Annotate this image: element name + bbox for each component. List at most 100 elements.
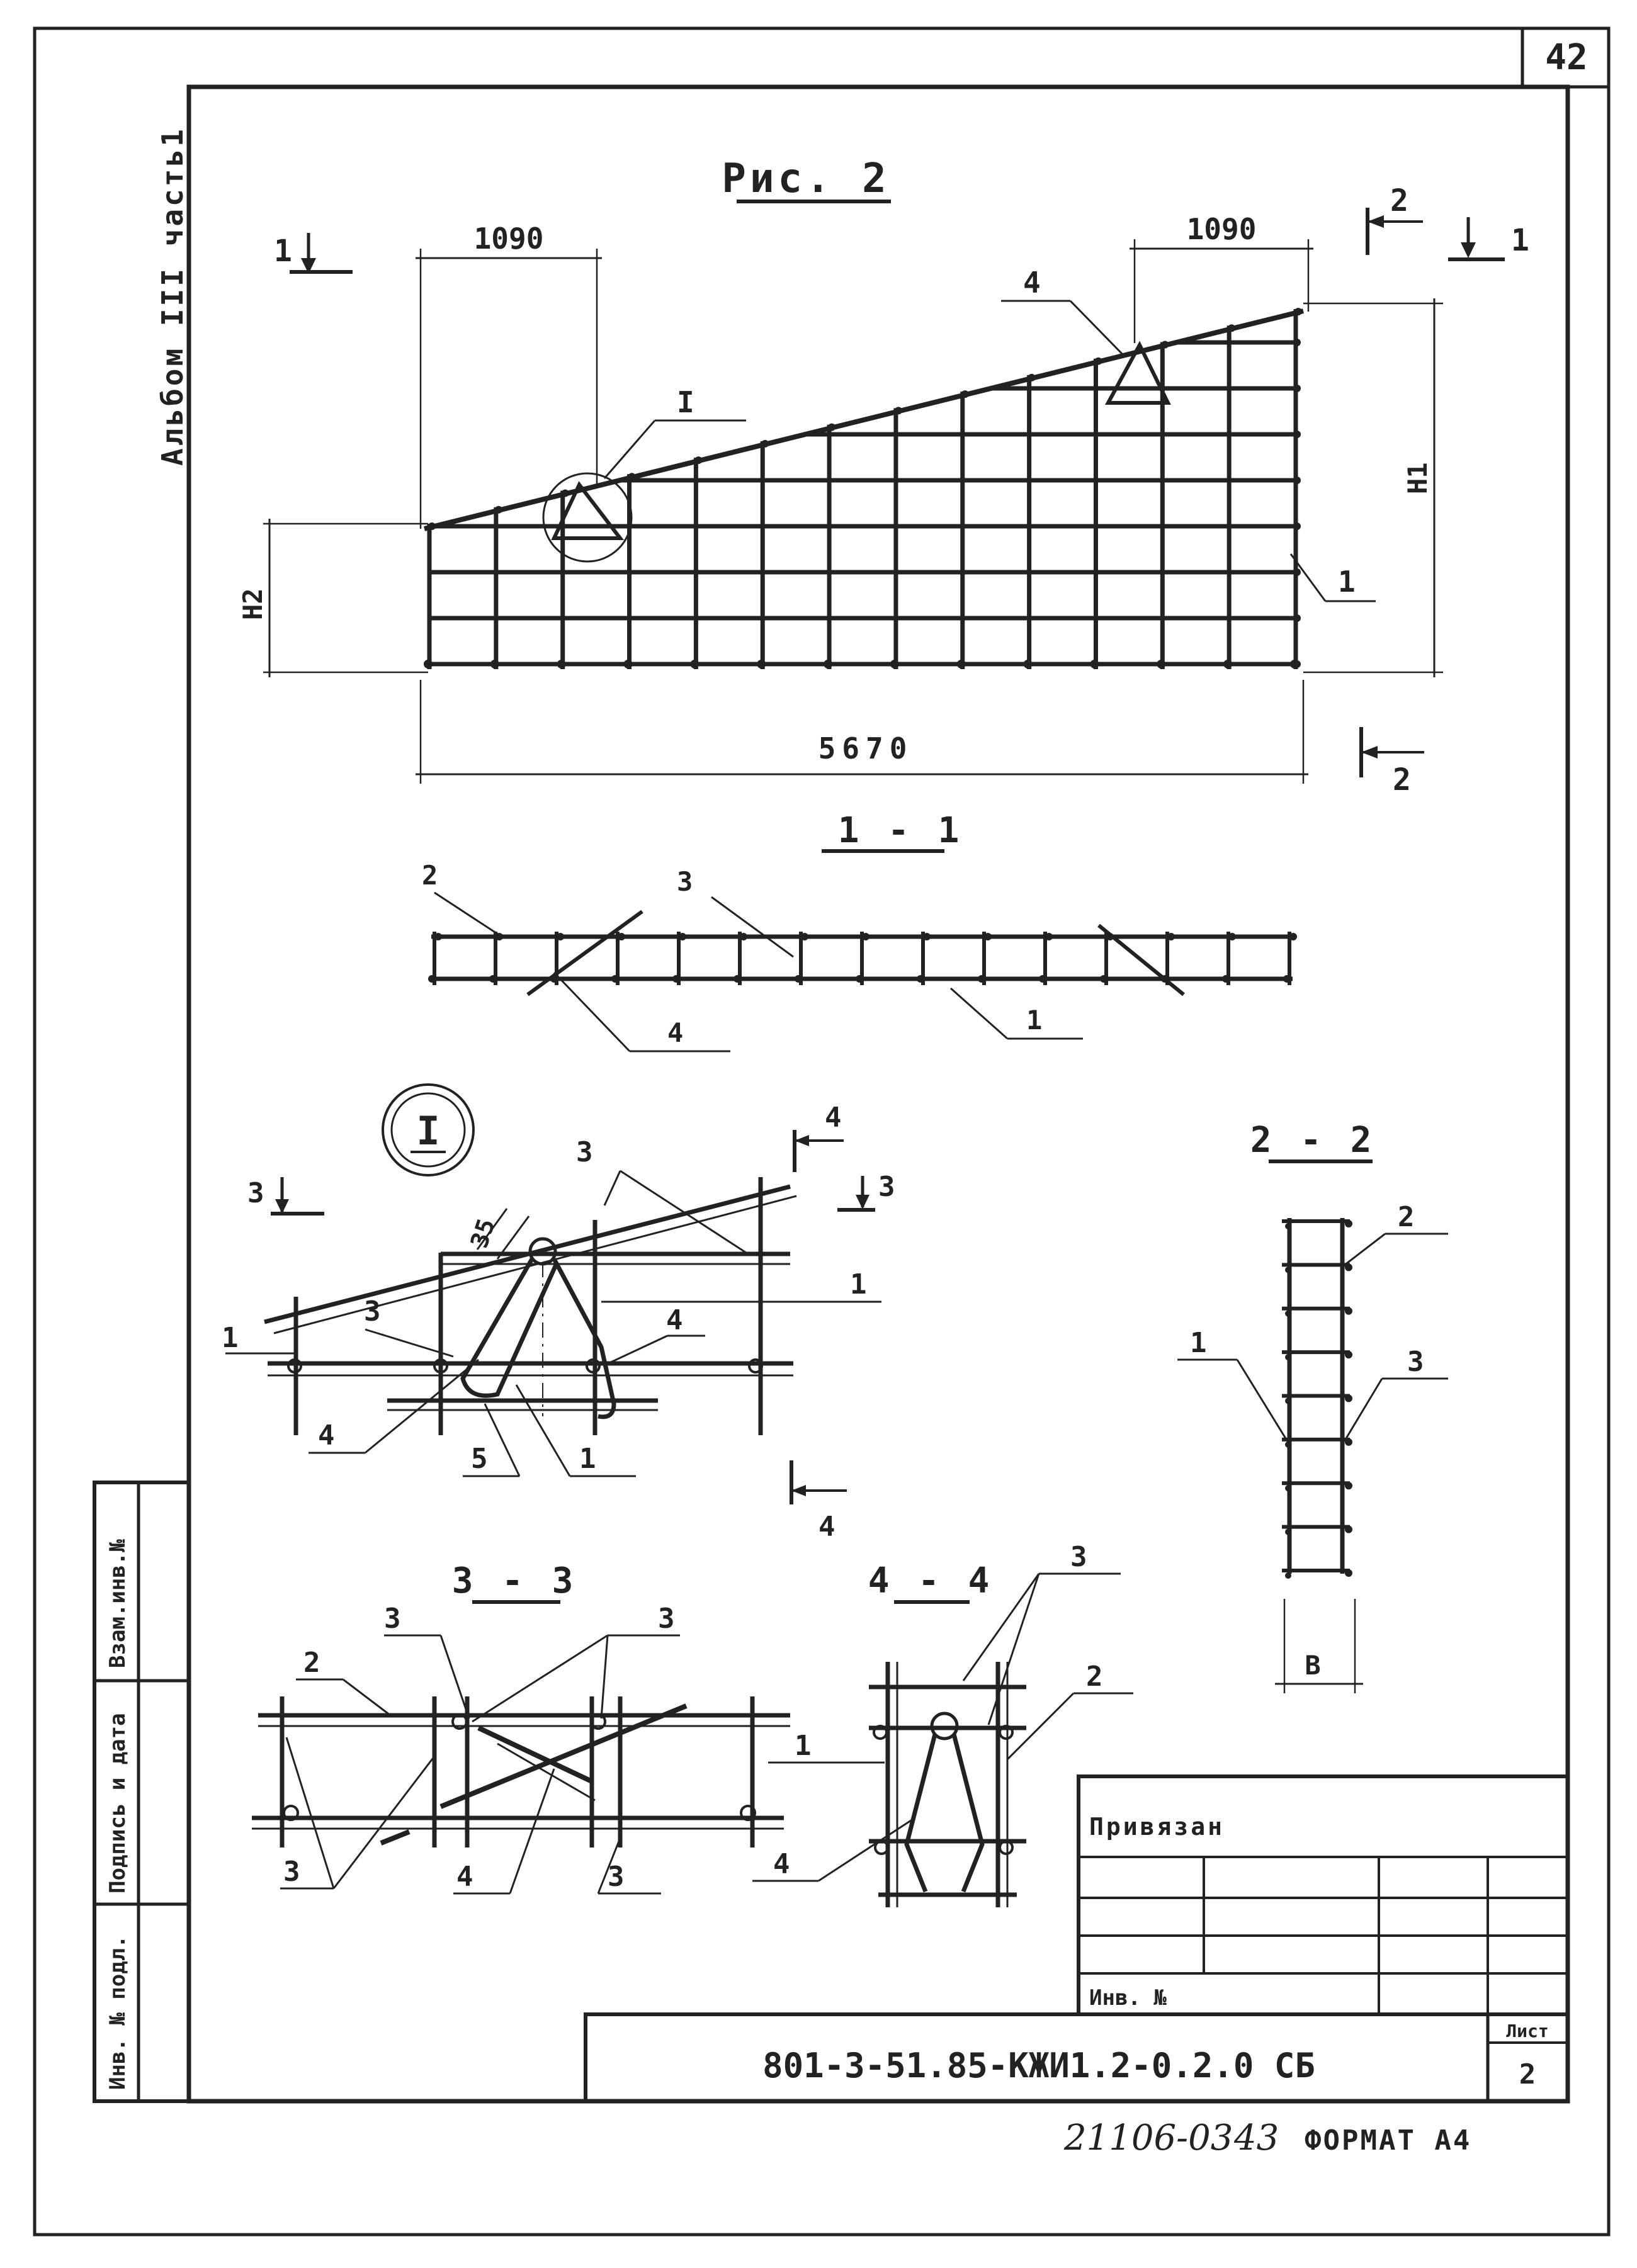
detail-mark-5: 5 bbox=[471, 1443, 488, 1475]
section-1-1-weld bbox=[1167, 933, 1175, 940]
section-1-arrowhead-right bbox=[1461, 242, 1476, 258]
callout-1-label: 1 bbox=[1338, 565, 1356, 599]
weld-point bbox=[874, 1840, 889, 1855]
mesh-weld bbox=[956, 660, 966, 669]
section-1-1-weld bbox=[611, 975, 619, 983]
mesh-weld bbox=[561, 489, 569, 497]
dim-h1: Н1 bbox=[1402, 462, 1433, 494]
section-2-mark-top: 2 bbox=[1390, 183, 1408, 218]
section-1-1-weld bbox=[978, 975, 985, 983]
section-1-1-weld bbox=[734, 975, 741, 983]
section-1-1-weld bbox=[984, 933, 992, 940]
stamp-column: Инв. № подл. Подпись и дата Взам.инв.№ bbox=[93, 1481, 191, 2103]
callout-leader bbox=[484, 1403, 521, 1477]
section-3-arrowhead-right bbox=[856, 1195, 869, 1209]
mesh-weld bbox=[890, 660, 899, 669]
callout-2: 2 bbox=[1398, 1201, 1415, 1233]
mesh-weld bbox=[694, 456, 703, 465]
section-4-4: 4 - 4 3 2 1 4 bbox=[752, 1541, 1133, 1907]
mesh-weld bbox=[824, 660, 833, 669]
dim-h2: Н2 bbox=[237, 588, 268, 620]
dim-left-top: 1090 bbox=[474, 222, 544, 256]
section-1-1-weld bbox=[856, 975, 863, 983]
callout-leader bbox=[962, 1573, 1040, 1681]
callout-leader bbox=[600, 1635, 609, 1719]
detail-mark-1-bottom: 1 bbox=[579, 1443, 596, 1475]
section-2-arrowhead-bottom bbox=[1361, 746, 1378, 759]
mesh-weld bbox=[1023, 660, 1033, 669]
detail-I-inner-circle bbox=[390, 1092, 466, 1168]
mesh-weld bbox=[1290, 660, 1299, 669]
section-2-mark-bottom: 2 bbox=[1393, 762, 1411, 798]
section-2-2-weld bbox=[1285, 1354, 1291, 1361]
diagonal-bar bbox=[1097, 923, 1185, 996]
callout-1: 1 bbox=[1026, 1005, 1042, 1035]
section-1-1: 1 - 1 2 3 4 1 bbox=[422, 810, 1297, 1052]
mesh-weld bbox=[828, 423, 836, 431]
detail-mark-1-right: 1 bbox=[850, 1268, 867, 1300]
section-2-2-weld bbox=[1345, 1394, 1352, 1402]
section-2-arrowhead-top bbox=[1368, 215, 1384, 228]
loop-right-leg bbox=[951, 1734, 985, 1893]
stamp-zam-inv: Взам.инв.№ bbox=[105, 1539, 130, 1668]
mesh-grid bbox=[424, 308, 1304, 669]
detail-mark-4-top: 4 bbox=[825, 1102, 842, 1134]
stamp-signature-date: Подпись и дата bbox=[105, 1713, 130, 1893]
diagonal-bar bbox=[526, 910, 643, 996]
section-2-2-weld bbox=[1285, 1310, 1291, 1317]
callout-4-leader bbox=[1069, 300, 1125, 357]
callout-leader bbox=[1006, 1692, 1075, 1761]
weld-point bbox=[999, 1725, 1014, 1740]
sheet-frame: 42 Альбом III часть1 Инв. № подл. Подпис… bbox=[33, 26, 1611, 2237]
section-1-1-weld bbox=[672, 975, 680, 983]
inner-frame bbox=[186, 84, 1570, 2104]
callout-4-label: 4 bbox=[1023, 266, 1041, 300]
mesh-weld bbox=[424, 660, 433, 669]
callout-2: 2 bbox=[303, 1647, 320, 1679]
mesh-weld bbox=[623, 660, 633, 669]
bottom-note-format: ФОРМАТ А4 bbox=[1305, 2124, 1471, 2157]
callout-leader bbox=[553, 971, 631, 1052]
section-4-4-title: 4 - 4 bbox=[868, 1560, 994, 1601]
page-number: 42 bbox=[1545, 37, 1587, 78]
callout-leader bbox=[609, 1334, 668, 1364]
weld-point bbox=[451, 1713, 468, 1730]
section-3-arrowhead-left bbox=[275, 1199, 289, 1214]
section-1-1-weld bbox=[1283, 975, 1291, 983]
mesh-weld bbox=[761, 439, 769, 448]
callout-leader bbox=[1343, 1378, 1383, 1442]
callout-2: 2 bbox=[422, 860, 438, 891]
detail-mark-4-left: 4 bbox=[318, 1419, 335, 1452]
callout-4-triangle bbox=[1104, 341, 1171, 405]
weld-point bbox=[287, 1358, 302, 1374]
mesh-weld bbox=[1090, 660, 1099, 669]
dim-35: 35 bbox=[465, 1216, 501, 1251]
callout-leader bbox=[1344, 1233, 1386, 1267]
sheet-number: 2 bbox=[1519, 2058, 1536, 2090]
mesh-weld bbox=[628, 473, 636, 481]
mesh-weld bbox=[1028, 373, 1036, 381]
section-2-2-weld bbox=[1345, 1263, 1352, 1272]
callout-3-bottom-left: 3 bbox=[283, 1856, 300, 1888]
weld-point bbox=[748, 1358, 763, 1374]
title-block: Привязан Инв. № 801-3-51.85-КЖИ1.2-0.2.0… bbox=[584, 1774, 1570, 2103]
sheet-label: Лист bbox=[1506, 2021, 1548, 2041]
loop-eye bbox=[930, 1712, 959, 1740]
section-1-1-weld bbox=[1222, 975, 1230, 983]
section-1-1-weld bbox=[1039, 975, 1046, 983]
crossing-bar bbox=[477, 1725, 593, 1784]
callout-3-top-left: 3 bbox=[384, 1603, 401, 1635]
section-2-2-weld bbox=[1345, 1438, 1352, 1446]
section-2-2-weld bbox=[1285, 1572, 1291, 1579]
album-side-label: Альбом III часть1 bbox=[156, 127, 190, 466]
dim-width: В bbox=[1305, 1650, 1320, 1681]
detail-callout-leader bbox=[603, 420, 656, 479]
detail-mark-3-right: 3 bbox=[878, 1171, 895, 1203]
section-1-1-weld bbox=[1228, 933, 1236, 940]
section-1-1-weld bbox=[801, 933, 808, 940]
callout-1: 1 bbox=[795, 1730, 812, 1762]
mesh-weld bbox=[757, 660, 766, 669]
section-1-1-weld bbox=[428, 975, 436, 983]
section-1-1-weld bbox=[618, 933, 625, 940]
